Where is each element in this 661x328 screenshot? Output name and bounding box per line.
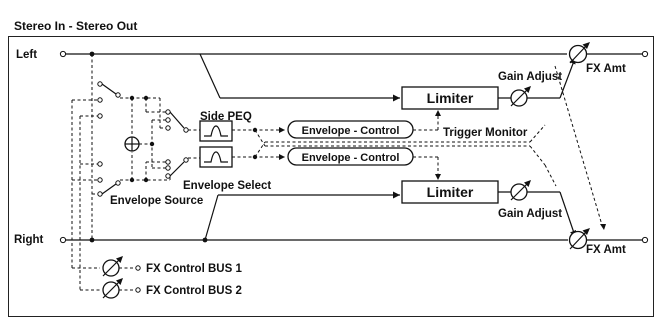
- envelope-source-label: Envelope Source: [110, 195, 203, 207]
- envelope-select-label: Envelope Select: [183, 180, 271, 192]
- left-input-terminal: [59, 50, 67, 58]
- gain-adjust-top-label: Gain Adjust: [498, 71, 562, 83]
- summing-node-icon: [124, 136, 140, 152]
- diagram-border: [8, 36, 654, 317]
- right-input-terminal: [59, 236, 67, 244]
- diagram-title: Stereo In - Stereo Out: [14, 19, 137, 33]
- gain-adjust-bottom-knob-icon: [510, 180, 531, 201]
- gain-adjust-bottom-label: Gain Adjust: [498, 208, 562, 220]
- left-input-label: Left: [16, 49, 37, 61]
- side-peq-bottom-block: [199, 146, 233, 168]
- envelope-source-switch-top-icon: [97, 81, 121, 119]
- gain-adjust-top-knob-icon: [510, 86, 531, 107]
- envelope-control-bottom-label: Envelope - Control: [302, 152, 400, 164]
- side-peq-label: Side PEQ: [200, 111, 252, 123]
- fx-amt-bottom-label: FX Amt: [586, 244, 626, 256]
- trigger-monitor-label: Trigger Monitor: [443, 127, 528, 139]
- fx-control-bus-2-label: FX Control BUS 2: [146, 285, 242, 297]
- envelope-control-top-label: Envelope - Control: [302, 125, 400, 137]
- fx-amt-top-label: FX Amt: [586, 63, 626, 75]
- limiter-top-label: Limiter: [427, 90, 474, 106]
- fx-control-bus-1-label: FX Control BUS 1: [146, 263, 242, 275]
- limiter-bottom-label: Limiter: [427, 184, 474, 200]
- envelope-select-switch-bottom-icon: [165, 157, 189, 179]
- right-branch-dot: [89, 237, 95, 243]
- right-input-label: Right: [14, 234, 44, 246]
- envelope-select-switch-top-icon: [165, 109, 189, 133]
- peq-filter-bottom-icon: [204, 151, 228, 163]
- left-output-terminal: [641, 50, 649, 58]
- fx-control-bus-1-knob-icon: [102, 256, 123, 277]
- fx-control-bus-2-knob-icon: [102, 278, 123, 299]
- side-peq-top-block: [199, 120, 233, 142]
- envelope-source-switch-bottom-icon: [97, 161, 121, 197]
- right-output-terminal: [641, 236, 649, 244]
- peq-filter-top-icon: [204, 125, 228, 137]
- fx-amt-top-knob-icon: [568, 42, 590, 64]
